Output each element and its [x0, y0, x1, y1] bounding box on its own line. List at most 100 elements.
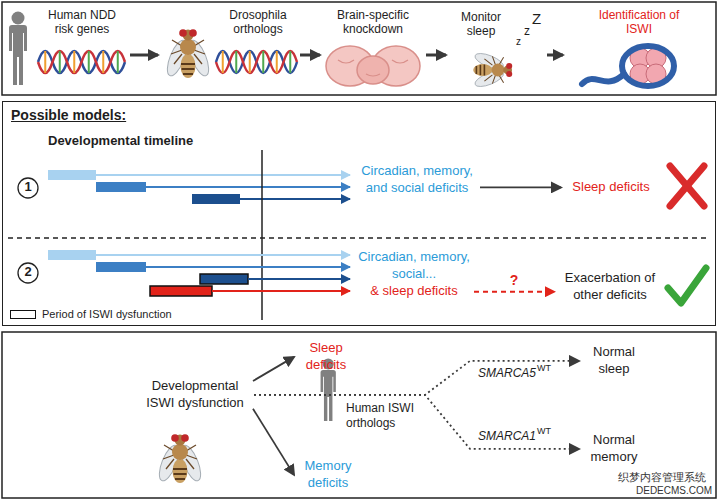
- node-text: Brain-specific knockdown: [322, 8, 424, 37]
- fruit-fly: [163, 29, 212, 78]
- dna-helix: [45, 51, 103, 73]
- timeline-model-1: [96, 174, 350, 176]
- node-text: Circadian, memory, social...: [358, 249, 470, 283]
- callout-number: 2: [18, 265, 38, 279]
- outcome-text: Normal memory: [583, 432, 645, 466]
- dna-helix: [38, 51, 125, 73]
- edge-label: ?: [508, 273, 521, 288]
- outcome-text: Circadian, memory, and social deficits: [358, 163, 476, 197]
- watermark: DEDECMS.COM: [636, 485, 712, 496]
- sleeping-fly: [473, 50, 512, 89]
- timeline-model-1: [48, 170, 96, 180]
- node-text: Drosophila orthologs: [220, 8, 296, 37]
- step-node: Identification of ISWI: [565, 6, 714, 92]
- step-node: Brain-specific knockdown: [322, 6, 424, 92]
- gene-name: SMARCA1: [478, 430, 536, 443]
- dna-helix: [38, 51, 125, 73]
- fly-brain: [357, 56, 389, 84]
- node-text: Developmental ISWI dysfunction: [140, 378, 250, 412]
- timeline-model-2: [150, 286, 212, 296]
- timeline-model-1: [192, 194, 240, 204]
- node-text: Human NDD risk genes: [46, 8, 118, 37]
- outcome-text: Exacerbation of other deficits: [558, 270, 662, 304]
- fly-brain: [326, 46, 420, 86]
- node-text: Sleep deficits: [565, 179, 657, 196]
- axis-title: Developmental timeline: [48, 134, 193, 148]
- cross-mark: [670, 166, 704, 206]
- timeline-model-2: [96, 254, 350, 256]
- timeline-model-2: [48, 250, 350, 296]
- connector-arrow: [300, 54, 320, 57]
- dna-helix: [38, 51, 125, 73]
- fruit-fly: [155, 434, 204, 483]
- step-node: Human NDD risk genes: [6, 6, 128, 92]
- sleep-letter: z: [524, 25, 530, 38]
- dna-helix: [60, 51, 118, 73]
- callout-number: 1: [18, 180, 38, 194]
- cause-text: Developmental ISWI dysfunction: [140, 378, 250, 412]
- check-mark: [668, 268, 706, 303]
- timeline-model-2: [200, 274, 248, 284]
- gene-name: SMARCA5: [478, 367, 536, 380]
- dna-helix: [216, 51, 297, 73]
- connector-arrow: [130, 54, 158, 57]
- fly-brain: [338, 60, 408, 76]
- gene-superscript: WT: [537, 364, 551, 374]
- connector-arrow: [474, 291, 554, 293]
- connector-arrow: [253, 409, 294, 475]
- dna-helix: [236, 51, 290, 73]
- timeline-model-2: [146, 266, 350, 268]
- cross-mark: [670, 166, 704, 206]
- connector-arrow: [253, 357, 294, 381]
- outcome-text: Sleep deficits: [298, 340, 354, 374]
- gene-superscript: WT: [537, 427, 551, 437]
- node-text: Circadian, memory, and social deficits: [358, 163, 476, 197]
- cross-mark: [670, 166, 704, 206]
- step-node: Drosophila orthologs: [160, 6, 298, 92]
- timeline-model-2: [248, 278, 350, 280]
- sleep-letter: Z: [532, 11, 541, 28]
- panel-frame: [2, 2, 716, 95]
- sleep-letter: z: [516, 36, 521, 47]
- outcome-text: Memory deficits: [298, 458, 358, 492]
- timeline-model-1: [96, 182, 146, 192]
- connector-arrow: [254, 361, 579, 395]
- timeline-model-2: [48, 250, 96, 260]
- connector-arrow: [426, 54, 446, 57]
- node-text: Sleep deficits: [298, 340, 354, 374]
- node-text: Normal sleep: [583, 344, 645, 378]
- node-text: & sleep deficits: [358, 283, 470, 300]
- node-text: Exacerbation of other deficits: [558, 270, 662, 304]
- connector-arrow: [547, 54, 563, 57]
- timeline-model-1: [146, 186, 350, 188]
- nucleosome: [582, 74, 624, 84]
- panel-frame: [2, 332, 716, 498]
- model-number-circle: [18, 263, 38, 283]
- model-number-circle: [18, 178, 38, 198]
- timeline-model-1: [48, 170, 350, 204]
- legend-text: Period of ISWI dysfunction: [42, 308, 172, 320]
- timeline-model-2: [212, 290, 350, 292]
- connector-arrow: [254, 395, 579, 449]
- node-text: Monitor sleep: [450, 10, 512, 39]
- node-text: Possible models:: [11, 107, 126, 123]
- legend-swatch: [10, 310, 36, 319]
- nucleosome: [582, 46, 674, 86]
- outcome-text: Circadian, memory, social...& sleep defi…: [358, 249, 470, 300]
- node-text: Normal memory: [583, 432, 645, 466]
- node-text: Identification of ISWI: [587, 8, 691, 37]
- branch-note: Human ISWI orthologs: [346, 401, 416, 431]
- outcome-text: Sleep deficits: [565, 179, 657, 196]
- outcome-text: Normal sleep: [583, 344, 645, 378]
- human-silhouette: [9, 12, 27, 86]
- step-node: Monitor sleep: [448, 6, 545, 92]
- timeline-model-2: [96, 262, 146, 272]
- model-divider: [8, 237, 710, 238]
- dna-helix: [216, 51, 297, 73]
- nucleosome: [622, 46, 674, 86]
- dna-helix: [223, 51, 277, 73]
- time-marker: [261, 150, 263, 320]
- connector-arrow: [480, 186, 561, 188]
- dna-helix: [216, 51, 297, 73]
